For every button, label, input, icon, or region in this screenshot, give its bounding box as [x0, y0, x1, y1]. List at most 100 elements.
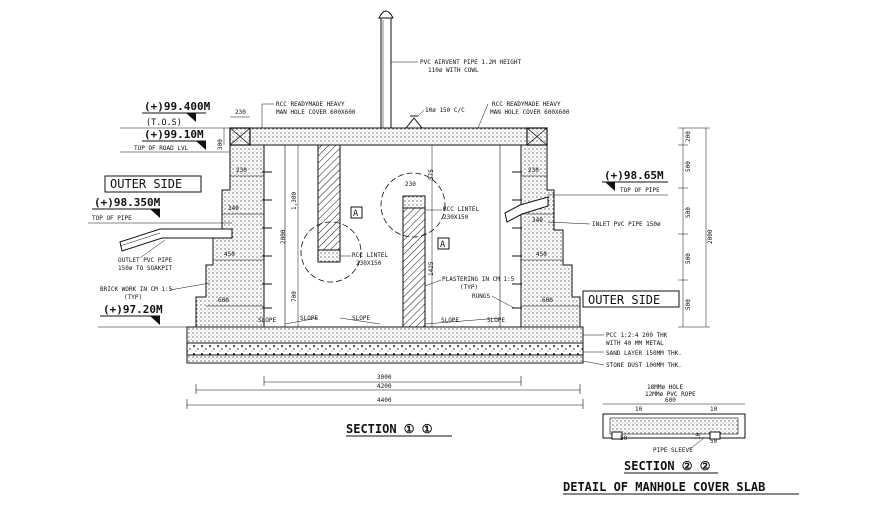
tos-level-value: (+)99.400M — [144, 100, 211, 113]
slope-4: SLOPE — [441, 317, 459, 324]
dim-2000-left: 2000 — [280, 229, 287, 244]
detail-dim-50b: 50 — [710, 438, 718, 445]
slab-corner-right — [526, 127, 548, 146]
inlet-pipe-label: INLET PVC PIPE 150ø — [592, 221, 661, 228]
slope-3: SLOPE — [352, 315, 370, 322]
right-wall — [520, 144, 581, 328]
dim-450-left: 450 — [224, 251, 235, 258]
tos-level-label: (T.O.S) — [146, 118, 182, 128]
rebar-label: 10ø 150 C/C — [425, 107, 465, 114]
outlet-pipe — [119, 228, 233, 252]
outer-side-right-box — [582, 290, 680, 308]
hole-label-1: 18MMø HOLE — [647, 384, 684, 391]
dim-4400: 4400 — [377, 397, 392, 404]
cover-left-label-1: RCC READYMADE HEAVY — [276, 101, 345, 108]
dim-4200: 4200 — [377, 383, 392, 390]
slope-1: SLOPE — [258, 317, 276, 324]
lintel-left-label-1: RCC LINTEL — [352, 252, 389, 259]
road-level-value: (+)99.10M — [144, 128, 204, 141]
brickwork-label-2: (TYP) — [124, 294, 142, 301]
outlet-level-label: TOP OF PIPE — [92, 215, 132, 222]
dim-r-500b: 500 — [685, 207, 692, 218]
dim-600-left: 600 — [218, 297, 229, 304]
dim-575: 575 — [428, 169, 435, 180]
outlet-pipe-label-1: OUTLET PVC PIPE — [118, 257, 173, 264]
dim-230-top: 230 — [235, 109, 246, 116]
lintel-left-label-2: 230X150 — [356, 260, 382, 267]
outer-side-right: OUTER SIDE — [588, 293, 660, 307]
dim-r-500c: 500 — [685, 253, 692, 264]
slab-corner-left — [229, 127, 251, 146]
level-markers-right: (+)98.65M TOP OF PIPE INLET PVC PIPE 150… — [547, 169, 680, 308]
level-markers-left: (+)99.400M (T.O.S) (+)99.10M TOP OF ROAD… — [88, 100, 232, 328]
dim-r-200: 200 — [685, 131, 692, 142]
pcc-layer — [186, 326, 584, 344]
lintel-right-label-1: RCC LINTEL — [443, 206, 480, 213]
cover-right-label-2: MAN HOLE COVER 600X600 — [490, 109, 570, 116]
baffle-wall-left — [317, 144, 341, 258]
detail-dim-10c: 10 — [695, 432, 702, 440]
cover-slab-detail: 18MMø HOLE 12MMø PVC ROPE 600 10 10 50 5… — [602, 384, 746, 454]
dim-230-lintel: 230 — [405, 181, 416, 188]
lintel-right — [402, 195, 426, 209]
marker-a-right: A — [440, 240, 445, 250]
inlet-level-label: TOP OF PIPE — [620, 187, 660, 194]
rungs-right — [512, 171, 522, 309]
pcc-label-2: WITH 40 MM METAL — [606, 340, 664, 347]
dim-r-2000: 2000 — [707, 229, 714, 244]
marker-a-left: A — [353, 209, 358, 219]
stone-label: STONE DUST 100MM THK. — [606, 362, 682, 369]
section-2-title: SECTION ② ② — [624, 459, 711, 473]
road-level-label: TOP OF ROAD LVL — [134, 145, 189, 152]
lintel-right-label-2: 230X150 — [443, 214, 469, 221]
rebar-symbol — [404, 117, 424, 129]
outlet-level-value: (+)98.350M — [94, 196, 161, 209]
airvent-label-2: 110ø WITH COWL — [428, 67, 479, 74]
detail-dim-10a: 10 — [635, 406, 643, 413]
section-1-title: SECTION ① ① — [346, 422, 433, 436]
detail-circle-left — [300, 221, 362, 283]
plastering-label-2: (TYP) — [460, 284, 478, 291]
lintel-left — [317, 249, 341, 263]
dim-230-left: 230 — [236, 167, 247, 174]
rungs-left — [262, 171, 272, 309]
foundation-labels: PCC 1:2:4 200 THK WITH 40 MM METAL SAND … — [582, 332, 682, 369]
dim-3000: 3000 — [377, 374, 392, 381]
inlet-pipe — [504, 196, 549, 223]
dim-1300: 1,300 — [291, 192, 298, 210]
dim-1425: 1425 — [428, 261, 435, 276]
detail-dim-10b: 10 — [710, 406, 718, 413]
outlet-pipe-label-2: 150ø TO SOAKPIT — [118, 265, 173, 272]
dim-r-500a: 500 — [685, 161, 692, 172]
slope-5: SLOPE — [487, 317, 505, 324]
cover-left-label-2: MAN HOLE COVER 600X600 — [276, 109, 356, 116]
detail-title: DETAIL OF MANHOLE COVER SLAB — [563, 480, 765, 494]
airvent-label-1: PVC AIRVENT PIPE 1.2M HEIGHT — [420, 59, 522, 66]
hole-label-2: 12MMø PVC ROPE — [645, 391, 696, 398]
brickwork-label-1: BRICK WORK IN CM 1:5 — [100, 286, 173, 293]
pcc-label-1: PCC 1:2:4 200 THK — [606, 332, 668, 339]
cover-right-label-1: RCC READYMADE HEAVY — [492, 101, 561, 108]
outer-side-left-box — [104, 175, 202, 193]
outer-side-left: OUTER SIDE — [110, 177, 182, 191]
inlet-level-value: (+)98.65M — [604, 169, 664, 182]
detail-dim-50a: 50 — [620, 435, 628, 442]
dim-300: 300 — [217, 139, 224, 150]
rungs-label: RUNGS — [472, 293, 490, 300]
slope-2: SLOPE — [300, 315, 318, 322]
dim-450-right: 450 — [536, 251, 547, 258]
top-slab — [229, 127, 548, 146]
inner-chamber — [263, 144, 522, 328]
sand-layer — [186, 342, 584, 356]
dim-340-right: 340 — [532, 217, 543, 224]
plastering-label-1: PLASTERING IN CM 1:5 — [442, 276, 515, 283]
stone-dust-layer — [186, 354, 584, 364]
dim-230-right: 230 — [528, 167, 539, 174]
pipe-sleeve-label: PIPE SLEEVE — [653, 447, 693, 454]
detail-circle-right — [380, 172, 446, 238]
dim-r-500d: 500 — [685, 299, 692, 310]
bottom-dimensions — [186, 376, 584, 409]
dim-700: 700 — [291, 291, 298, 302]
dim-600-right: 600 — [542, 297, 553, 304]
